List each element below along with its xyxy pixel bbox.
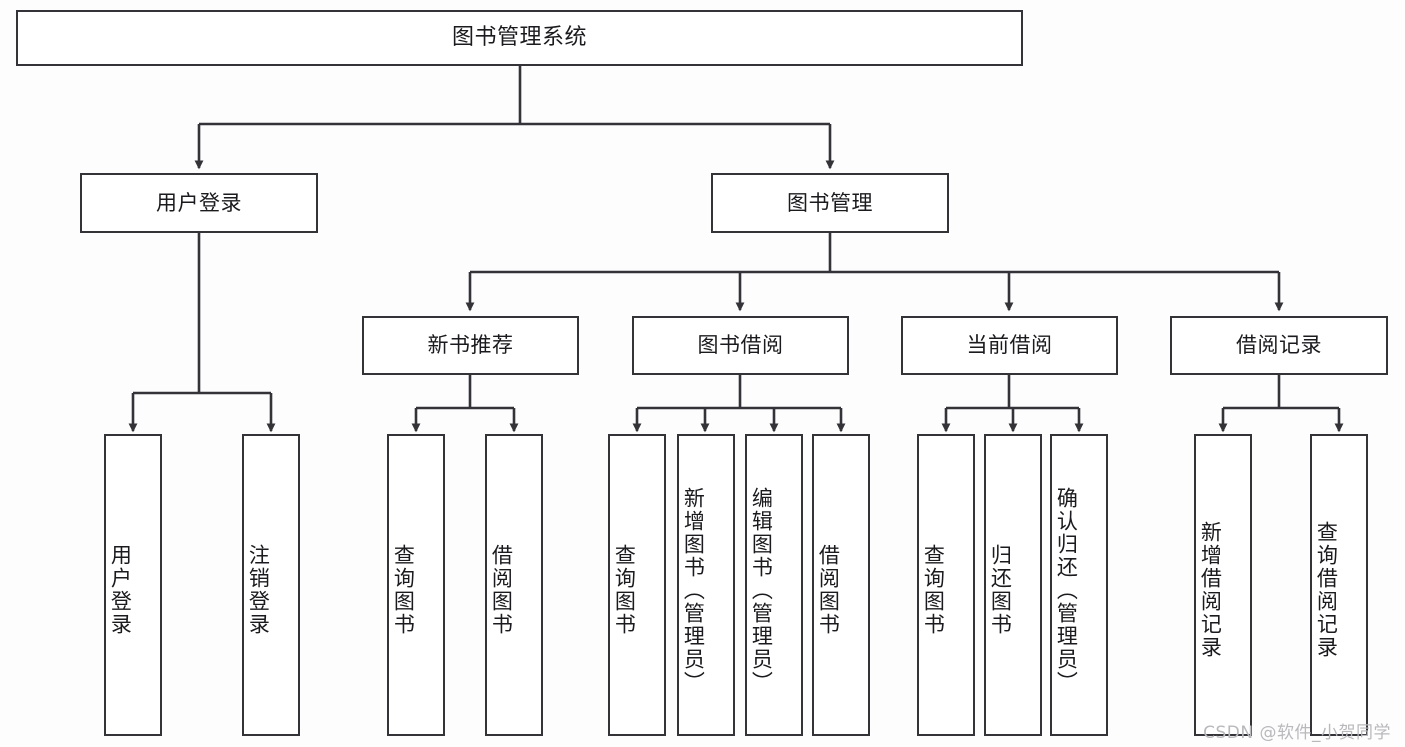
node-label: 新增图书（管理员） [681,486,706,694]
node-label: 查询图书 [612,544,637,636]
node-label: 借阅图书 [489,544,514,636]
node-book-management[interactable]: 图书管理 [711,173,949,233]
leaf-book-borrow-lend[interactable]: 借阅图书 [812,434,870,736]
node-label: 确认归还（管理员） [1054,486,1079,694]
leaf-new-book-query[interactable]: 查询图书 [387,434,445,736]
node-new-book-recommend[interactable]: 新书推荐 [362,316,579,375]
node-current-borrow[interactable]: 当前借阅 [901,316,1118,375]
node-label: 查询图书 [391,544,416,636]
node-label: 用户登录 [108,544,133,636]
node-root-book-management-system[interactable]: 图书管理系统 [16,10,1023,66]
node-label: 归还图书 [988,544,1013,636]
node-label: 用户登录 [156,190,242,215]
node-label: 编辑图书（管理员） [749,486,774,694]
leaf-book-borrow-query[interactable]: 查询图书 [608,434,666,736]
leaf-borrow-record-query[interactable]: 查询借阅记录 [1310,434,1368,736]
node-label: 当前借阅 [966,333,1053,358]
node-label: 图书借阅 [697,333,784,358]
node-book-borrow[interactable]: 图书借阅 [632,316,849,375]
node-user-login[interactable]: 用户登录 [80,173,318,233]
csdn-watermark: CSDN @软件_小贺同学 [1203,723,1391,743]
leaf-book-borrow-add[interactable]: 新增图书（管理员） [677,434,735,736]
node-borrow-record[interactable]: 借阅记录 [1170,316,1388,375]
leaf-borrow-record-add[interactable]: 新增借阅记录 [1194,434,1252,736]
leaf-logout[interactable]: 注销登录 [242,434,300,736]
leaf-current-borrow-return[interactable]: 归还图书 [984,434,1042,736]
node-label: 图书管理系统 [451,25,587,51]
leaf-user-login[interactable]: 用户登录 [104,434,162,736]
node-label: 查询图书 [921,544,946,636]
node-label: 借阅记录 [1236,333,1322,358]
node-label: 借阅图书 [816,544,841,636]
leaf-current-borrow-query[interactable]: 查询图书 [917,434,975,736]
node-label: 新书推荐 [427,333,514,358]
leaf-new-book-borrow[interactable]: 借阅图书 [485,434,543,736]
node-label: 注销登录 [246,544,271,636]
node-label: 新增借阅记录 [1198,521,1223,659]
node-label: 图书管理 [787,190,873,215]
node-label: 查询借阅记录 [1314,521,1339,659]
leaf-current-borrow-confirm-return[interactable]: 确认归还（管理员） [1050,434,1108,736]
leaf-book-borrow-edit[interactable]: 编辑图书（管理员） [745,434,803,736]
